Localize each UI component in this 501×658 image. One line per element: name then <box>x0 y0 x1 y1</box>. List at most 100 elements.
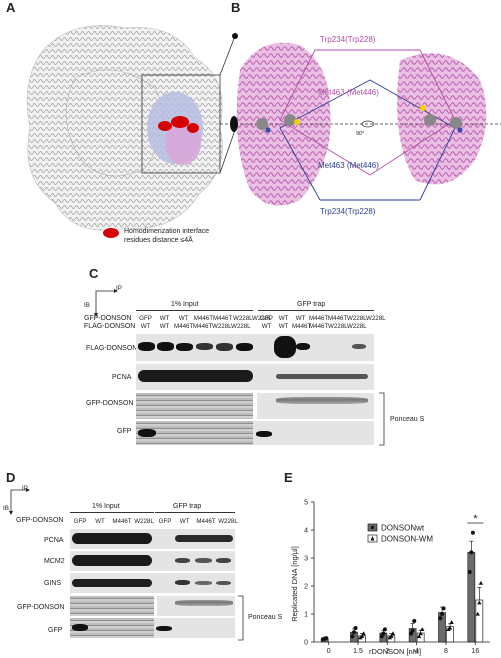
c-ib-label: IB <box>84 302 90 309</box>
chart-annotation: * <box>473 513 478 525</box>
c-trap-m446t-flag-2: M446T <box>309 323 329 330</box>
d-lanes-trap: GFP WT M446T W228L <box>158 518 238 525</box>
legend-marker <box>370 525 375 530</box>
c-group-gfp: GFP trap <box>297 301 326 308</box>
y-tick-label: 2 <box>304 584 308 591</box>
d-blot-label-mcm2: MCM2 <box>44 558 65 565</box>
c-gfp-donson-header: GFP-DONSON <box>84 315 132 322</box>
bar <box>467 552 476 643</box>
data-point <box>449 620 454 624</box>
legend-marker <box>370 536 375 541</box>
c-w228l-flag-2: W228L <box>231 323 251 330</box>
c-ip-label: IP <box>116 285 122 292</box>
label-trp-top: Trp234(Trp228) <box>320 35 376 44</box>
y-tick-label: 0 <box>304 640 308 647</box>
x-tick-label: 2 <box>385 648 389 655</box>
d-ip-label: IP <box>22 485 28 492</box>
data-point <box>438 616 443 621</box>
panel-a-legend: Homodimerization interface residues dist… <box>124 228 210 244</box>
data-point <box>440 612 444 616</box>
d-divider-input <box>70 512 154 513</box>
data-point <box>447 625 453 630</box>
x-tick-label: 4 <box>415 648 419 655</box>
data-point <box>410 628 415 633</box>
d-gfpdonson-header: GFP-DONSON <box>16 517 64 524</box>
y-tick-label: 5 <box>304 500 308 507</box>
data-point <box>420 627 425 631</box>
c-divider-gfp <box>258 310 374 311</box>
data-point <box>350 634 355 639</box>
chart-ylabel: Replicated DNA [ng/µl] <box>290 546 299 622</box>
c-wt-flag-2: WT <box>159 323 170 330</box>
data-point <box>382 627 387 632</box>
data-point <box>470 530 475 535</box>
x-tick-label: 1.5 <box>353 648 363 655</box>
label-met-top: Met463 (Met446) <box>318 88 379 97</box>
label-met-bottom: Met463 (Met446) <box>318 161 379 170</box>
data-point <box>352 630 356 635</box>
data-point <box>361 631 366 636</box>
d-group-gfp: GFP trap <box>173 503 202 510</box>
d-group-input: 1% Input <box>92 503 120 510</box>
data-point <box>467 570 472 574</box>
data-point <box>390 631 396 636</box>
c-ponceau-bracket <box>379 392 385 446</box>
d-blot-gins <box>70 573 235 593</box>
legend-swatch <box>103 228 119 238</box>
c-w228l-flag-1: W228L <box>212 323 232 330</box>
c-gfp-lanes-input: GFP WT WT M446TM446T W228L W228L <box>139 315 272 322</box>
data-point <box>324 636 329 641</box>
chart-xlabel: rDONSON [nM] <box>369 647 421 656</box>
d-ib-label: IB <box>3 505 9 512</box>
d-divider-gfp <box>155 512 235 513</box>
d-blot-label-pcna: PCNA <box>44 537 64 544</box>
c-divider-input <box>136 310 253 311</box>
c-m446t-flag-2: M446T <box>193 323 213 330</box>
c-blot-gfp <box>136 421 374 445</box>
panel-b-letter: B <box>231 0 241 15</box>
data-point <box>389 634 394 638</box>
data-point <box>441 606 446 611</box>
label-trp-bottom: Trp234(Trp228) <box>320 207 376 216</box>
d-ponceau-label: Ponceau S <box>248 614 283 621</box>
panel-a-letter: A <box>6 0 16 15</box>
panel-e-letter: E <box>284 470 293 485</box>
x-tick-label: 8 <box>444 648 448 655</box>
d-blot-label-gfpdonson: GFP-DONSON <box>17 604 65 611</box>
data-point <box>381 631 386 636</box>
y-tick-label: 3 <box>304 556 308 563</box>
d-blot-pcna <box>70 529 235 549</box>
c-ponceau-label: Ponceau S <box>390 416 425 423</box>
zoom-lines <box>219 33 238 174</box>
data-point <box>359 634 365 638</box>
legend-label: DONSON-WM <box>381 535 433 544</box>
y-tick-label: 1 <box>304 612 308 619</box>
d-blot-gfp <box>70 618 235 638</box>
c-blot-label-gfpdonson: GFP-DONSON <box>86 400 134 407</box>
c-axis-arrows <box>94 289 118 317</box>
data-point <box>478 580 484 585</box>
data-point <box>418 631 423 636</box>
c-trap-w228l-flag-2: W228L <box>347 323 367 330</box>
c-gfp-lanes-trap: GFP WT WT M446T M446T W228L W228L <box>260 315 386 322</box>
panel-d-letter: D <box>6 470 16 485</box>
data-point <box>477 600 482 605</box>
c-blot-label-pcna: PCNA <box>112 374 132 381</box>
panel-a-structure <box>26 25 223 231</box>
c-blot-gfpdonson <box>136 393 374 419</box>
data-point <box>469 550 474 555</box>
c-flag-donson-header: FLAG-DONSON <box>84 323 136 330</box>
d-blot-mcm2 <box>70 551 235 571</box>
data-point <box>412 619 417 623</box>
legend-label: DONSONwt <box>381 524 425 533</box>
c-blot-flag <box>136 334 374 361</box>
x-tick-label: 16 <box>471 648 479 655</box>
c-trap-wt-flag-1: WT <box>278 323 289 330</box>
c-flag-lanes-trap: WT WT M446T M446T W228L W228L <box>261 323 367 330</box>
c-flag-lanes-input: WT WT M446T M446T W228L W228L <box>140 323 251 330</box>
d-blot-label-gins: GINS <box>44 580 62 587</box>
c-blot-label-flag: FLAG-DONSON <box>86 345 138 352</box>
c-m446t-flag-1: M446T <box>174 323 194 330</box>
